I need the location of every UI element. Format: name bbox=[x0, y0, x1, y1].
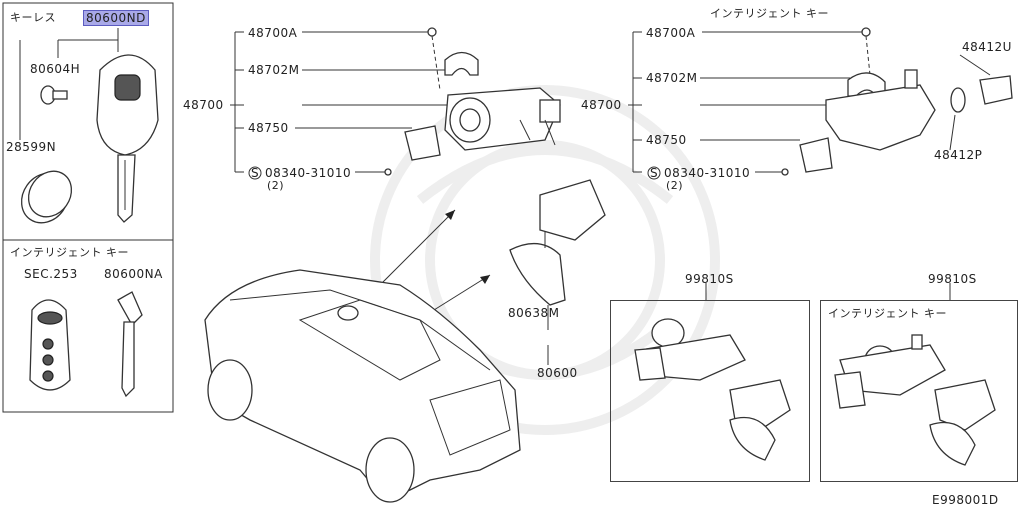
kit2-box bbox=[820, 300, 1018, 482]
part-80600ND-label[interactable]: 80600ND bbox=[83, 10, 149, 26]
intelligent-key-fob-illustration bbox=[29, 299, 71, 391]
part-08340-label[interactable]: 08340-31010 bbox=[265, 166, 352, 180]
ignition-knob-illustration bbox=[509, 179, 606, 306]
diagram-b-title: インテリジェント キー bbox=[710, 7, 829, 20]
part-48750-b-label[interactable]: 48750 bbox=[646, 133, 687, 147]
kit2-99810S-label[interactable]: 99810S bbox=[928, 272, 977, 286]
kit-leaders bbox=[705, 283, 951, 300]
diagram-b-side-leaders bbox=[949, 54, 991, 151]
part-08340-b-label[interactable]: 08340-31010 bbox=[664, 166, 751, 180]
screw-qty-label: (2) bbox=[267, 179, 285, 192]
screw-qty-b-label: (2) bbox=[666, 179, 684, 192]
steering-lock-b-illustration bbox=[647, 27, 1013, 180]
part-48700-label[interactable]: 48700 bbox=[183, 98, 224, 112]
part-80604H-label[interactable]: 80604H bbox=[30, 62, 81, 76]
part-48702M-label[interactable]: 48702M bbox=[248, 63, 300, 77]
diagram-b-leaders bbox=[700, 31, 862, 173]
section-keyless-label: キーレス bbox=[10, 11, 56, 24]
part-80600-label[interactable]: 80600 bbox=[537, 366, 578, 380]
left-panel-frame bbox=[2, 2, 174, 413]
diagram-a-bracket bbox=[230, 31, 244, 173]
part-48700A-label[interactable]: 48700A bbox=[248, 26, 298, 40]
part-48700-b-label[interactable]: 48700 bbox=[581, 98, 622, 112]
screw-s-mark: S bbox=[251, 166, 260, 180]
battery-illustration bbox=[20, 170, 73, 224]
kit1-box bbox=[610, 300, 810, 482]
diagram-code: E998001D bbox=[932, 493, 999, 507]
cover-screw-illustration bbox=[40, 85, 68, 105]
kit2-title: インテリジェント キー bbox=[828, 307, 947, 320]
watermark-emblem bbox=[370, 85, 720, 435]
part-48700A-b-label[interactable]: 48700A bbox=[646, 26, 696, 40]
keyless-leaders bbox=[19, 28, 119, 140]
vehicle-illustration bbox=[204, 269, 521, 503]
steering-lock-a-illustration bbox=[248, 27, 561, 180]
kit1-99810S-label[interactable]: 99810S bbox=[685, 272, 734, 286]
part-48702M-b-label[interactable]: 48702M bbox=[646, 71, 698, 85]
diagram-b-bracket bbox=[628, 31, 642, 173]
sec-253-ref[interactable]: SEC.253 bbox=[24, 267, 78, 281]
emergency-key-illustration bbox=[117, 291, 143, 398]
part-48750-label[interactable]: 48750 bbox=[248, 121, 289, 135]
part-48412U-label[interactable]: 48412U bbox=[962, 40, 1012, 54]
kit2-parts-illustration bbox=[834, 334, 996, 466]
diagram-a-leaders bbox=[295, 31, 450, 173]
keyless-key-illustration bbox=[96, 54, 159, 223]
section-intelligent-label: インテリジェント キー bbox=[10, 246, 129, 259]
screw-s-mark-b: S bbox=[650, 166, 659, 180]
part-80638M-label[interactable]: 80638M bbox=[508, 306, 560, 320]
part-80600NA-label[interactable]: 80600NA bbox=[104, 267, 163, 281]
part-28599N-label[interactable]: 28599N bbox=[6, 140, 57, 154]
part-48412P-label[interactable]: 48412P bbox=[934, 148, 983, 162]
kit1-parts-illustration bbox=[634, 318, 791, 461]
